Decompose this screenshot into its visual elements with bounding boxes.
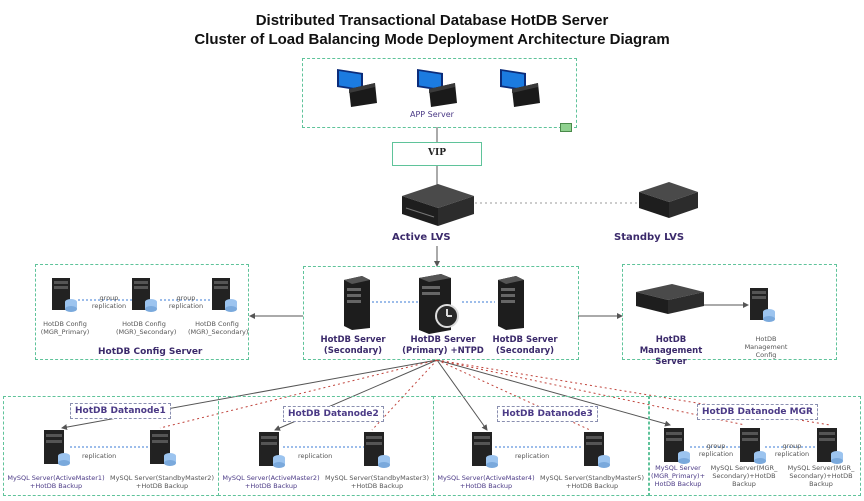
datanode-title: HotDB Datanode3 — [497, 406, 598, 422]
replication-label: replication — [515, 452, 550, 460]
config-group-title: HotDB Config Server — [98, 347, 203, 357]
group-replication-label: group replication — [774, 442, 810, 458]
fan-standby3 — [371, 359, 438, 431]
vip-box: VIP — [392, 142, 482, 166]
mysql-standby-label: MySQL Server(StandbyMaster3) +HotDB Back… — [325, 474, 429, 490]
tower-server-icon — [494, 274, 526, 335]
tower-server-icon — [340, 274, 372, 335]
active-lvs-label: Active LVS — [392, 232, 451, 243]
replication-label: replication — [82, 452, 117, 460]
tower-server-icon — [748, 286, 776, 327]
group-replication-label: group replication — [698, 442, 734, 458]
rack-server-icon — [634, 282, 706, 321]
tower-server-icon — [662, 426, 692, 469]
hotdb-server-cluster — [303, 266, 579, 360]
desktop-computer-icon — [498, 67, 542, 112]
app-server-group — [302, 58, 577, 128]
desktop-computer-icon — [415, 67, 459, 112]
lvs-appliance-icon — [398, 182, 476, 233]
mysql-mgr-primary-label: MySQL Server (MGR_Primary)+ HotDB Backup — [650, 464, 706, 488]
tower-server-icon — [362, 430, 392, 473]
switch-icon — [560, 123, 572, 132]
diagram-title-line2: Cluster of Load Balancing Mode Deploymen… — [194, 31, 670, 48]
datanode-group — [433, 396, 649, 496]
vip-label: VIP — [428, 148, 446, 158]
tower-server-icon — [210, 276, 238, 317]
datanode-title: HotDB Datanode MGR — [697, 404, 818, 420]
management-group — [622, 264, 837, 360]
management-server-label: HotDB Management Server — [639, 335, 703, 367]
tower-server-icon — [815, 426, 845, 469]
lvs-appliance-icon — [636, 180, 700, 225]
tower-server-icon — [582, 430, 612, 473]
management-config-label: HotDB Management Config — [744, 335, 788, 359]
config-node-label-3: HotDB Config (MGR)_Secondary) — [188, 320, 249, 336]
mysql-active-label: MySQL Server(ActiveMaster2) +HotDB Backu… — [222, 474, 320, 490]
server-secondary-1-label: HotDB Server (Secondary) — [320, 335, 386, 356]
datanode-title: HotDB Datanode1 — [70, 403, 171, 419]
tower-server-icon — [257, 430, 287, 473]
config-server-group — [35, 264, 249, 360]
standby-lvs-label: Standby LVS — [614, 232, 685, 243]
fan-mgr-primary — [436, 359, 671, 427]
server-primary-label: HotDB Server (Primary) +NTPD — [402, 335, 484, 356]
config-node-label-2: HotDB Config (MGR)_Secondary) — [116, 320, 177, 336]
mysql-standby-label: MySQL Server(StandbyMaster2) +HotDB Back… — [110, 474, 214, 490]
mysql-active-label: MySQL Server(ActiveMaster4) +HotDB Backu… — [437, 474, 535, 490]
desktop-computer-icon — [335, 67, 379, 112]
app-server-label: APP Server — [410, 110, 454, 119]
fan-active4 — [436, 359, 488, 431]
mysql-active-label: MySQL Server(ActiveMaster1) +HotDB Backu… — [7, 474, 105, 490]
server-secondary-2-label: HotDB Server (Secondary) — [492, 335, 558, 356]
datanode-title: HotDB Datanode2 — [283, 406, 384, 422]
datanode-mgr-group — [649, 396, 861, 496]
config-link-label-1: group replication — [91, 294, 127, 310]
replication-label: replication — [298, 452, 333, 460]
tower-server-icon — [738, 426, 768, 469]
tower-server-icon — [470, 430, 500, 473]
tower-server-icon — [50, 276, 78, 317]
tower-server-icon — [415, 272, 465, 339]
mysql-mgr-secondary-label: MySQL Server(MGR_ Secondary)+HotDB Backu… — [710, 464, 778, 488]
tower-server-icon — [148, 428, 178, 471]
config-node-label-1: HotDB Config (MGR_Primary) — [40, 320, 90, 336]
diagram-title-line1: Distributed Transactional Database HotDB… — [255, 12, 609, 29]
mysql-mgr-secondary-label: MySQL Server(MGR_ Secondary)+HotDB Backu… — [787, 464, 855, 488]
tower-server-icon — [130, 276, 158, 317]
mysql-standby-label: MySQL Server(StandbyMaster5) +HotDB Back… — [540, 474, 644, 490]
config-link-label-2: group replication — [168, 294, 204, 310]
tower-server-icon — [42, 428, 72, 471]
